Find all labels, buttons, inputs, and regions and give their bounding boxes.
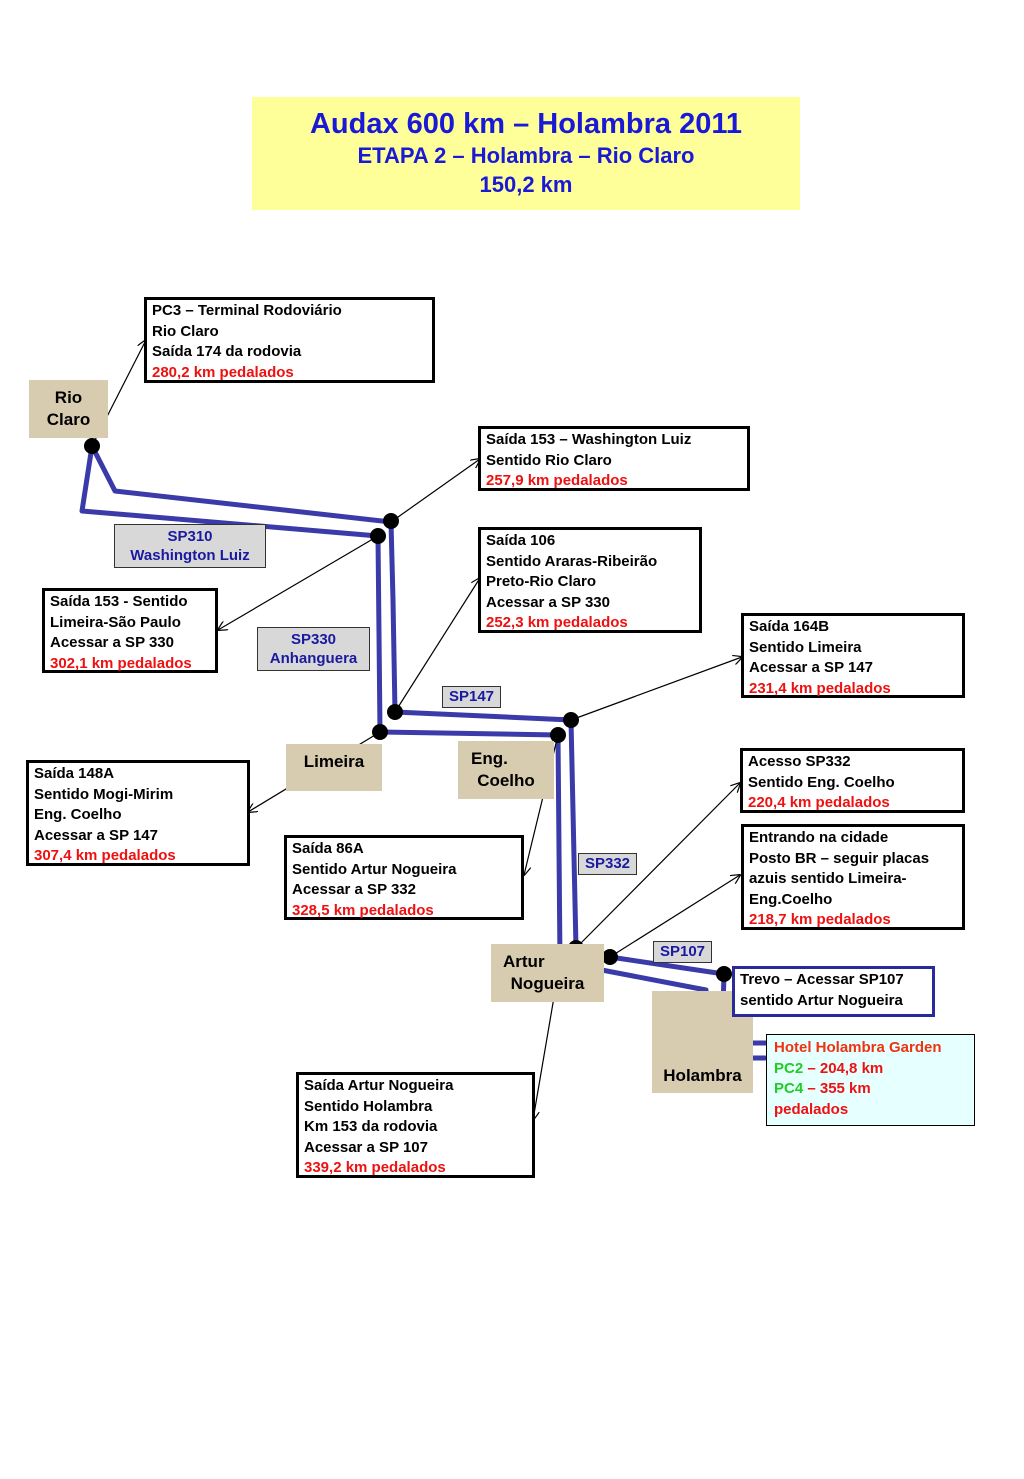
waypoint-rio-claro [84, 438, 100, 454]
waypoint-saida86a [550, 727, 566, 743]
road-label-sp332: SP332 [578, 853, 637, 875]
road-label-sp330: SP330 Anhanguera [257, 627, 370, 671]
waypoint-saida164b [563, 712, 579, 728]
road-label-sp310: SP310 Washington Luiz [114, 524, 266, 568]
waypoint-saida148a [372, 724, 388, 740]
route-sp332-right [568, 717, 579, 951]
road-label-sp147: SP147 [442, 686, 501, 708]
route-sp330-left [375, 533, 383, 735]
waypoint-saida153-sul [370, 528, 386, 544]
callout-saida153-sao-paulo: Saída 153 - Sentido Limeira-São Paulo Ac… [42, 588, 218, 673]
callout-saida106: Saída 106 Sentido Araras-Ribeirão Preto-… [478, 527, 702, 633]
pc4-tail: pedalados [774, 1100, 849, 1118]
city-eng-coelho: Eng. Coelho [458, 741, 554, 799]
city-artur-nogueira: Artur Nogueira [491, 944, 604, 1002]
callout-entrando-cidade: Entrando na cidade Posto BR – seguir pla… [741, 824, 965, 930]
route-sp147-top [392, 709, 574, 723]
city-rio-claro: Rio Claro [29, 380, 108, 438]
road-label-sp107: SP107 [653, 941, 712, 963]
waypoint-saida106 [387, 704, 403, 720]
route-sp310-outer [79, 443, 381, 539]
callout-saida148a: Saída 148A Sentido Mogi-Mirim Eng. Coelh… [26, 760, 250, 866]
callout-trevo-sp107: Trevo – Acessar SP107 sentido Artur Nogu… [732, 966, 935, 1017]
route-sp330-right [388, 519, 398, 715]
pc2-km: – 204,8 km [803, 1059, 884, 1077]
callout-saida164b: Saída 164B Sentido Limeira Acessar a SP … [741, 613, 965, 698]
pc2-label: PC2 [774, 1059, 804, 1077]
waypoint-saida153-norte [383, 513, 399, 529]
pc4-km: – 355 km [803, 1080, 871, 1097]
route-sp310-inner [89, 443, 394, 525]
route-sp147-bottom [377, 729, 561, 738]
callout-acesso-sp332: Acesso SP332 Sentido Eng. Coelho 220,4 k… [740, 748, 965, 813]
callout-pc3: PC3 – Terminal Rodoviário Rio Claro Saíd… [144, 297, 435, 383]
stage-distance: 150,2 km [479, 172, 573, 197]
pc4-label: PC4 [774, 1080, 804, 1097]
route-sp332-left [555, 732, 563, 965]
city-limeira: Limeira [286, 744, 382, 791]
waypoint-trevo [716, 966, 732, 982]
main-title: Audax 600 km – Holambra 2011 [309, 108, 742, 140]
stage-subtitle: ETAPA 2 – Holambra – Rio Claro [357, 143, 695, 168]
waypoint-posto-br [602, 949, 618, 965]
waypoints [84, 438, 732, 982]
callout-saida153-rio-claro: Saída 153 – Washington Luiz Sentido Rio … [478, 426, 750, 491]
title-box: Audax 600 km – Holambra 2011 ETAPA 2 – H… [252, 97, 800, 210]
callout-hotel-holambra: Hotel Holambra Garden PC2 – 204,8 km PC4… [766, 1034, 975, 1126]
callout-saida86a: Saída 86A Sentido Artur Nogueira Acessar… [284, 835, 524, 920]
callout-saida-artur-nogueira: Saída Artur Nogueira Sentido Holambra Km… [296, 1072, 535, 1178]
